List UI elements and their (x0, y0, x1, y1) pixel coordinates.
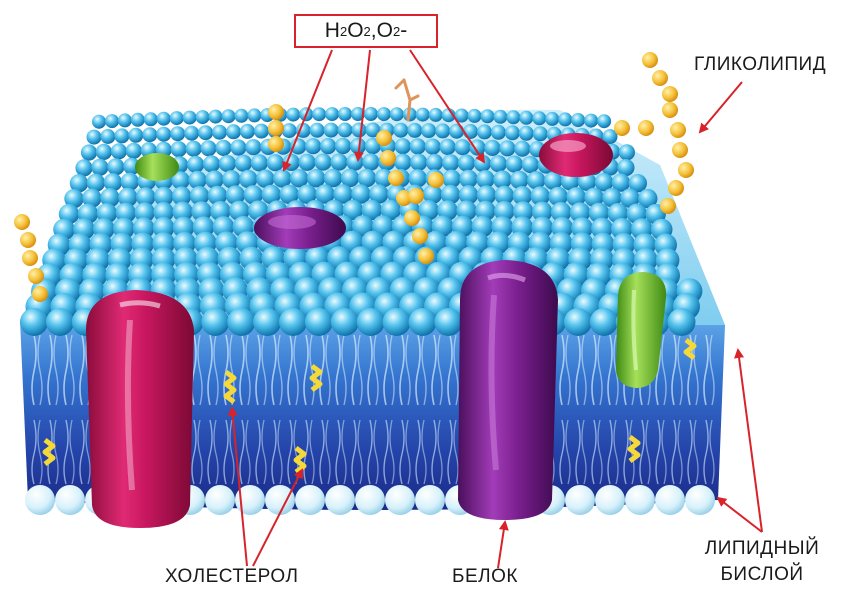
label-bilayer-line1: ЛИПИДНЫЙ (698, 538, 826, 560)
protein-red-left (86, 290, 194, 528)
label-cholesterol: ХОЛЕСТЕРОЛ (165, 566, 298, 588)
formula-sep: ,O (371, 19, 393, 43)
formula-suffix: - (400, 19, 407, 43)
protein-red-top-right (539, 133, 613, 177)
protein-purple-top (254, 207, 346, 249)
formula-sub-3: 2 (393, 24, 400, 39)
formula-sub-1: 2 (340, 24, 347, 39)
protein-purple-right (458, 260, 558, 520)
label-bilayer-line2: БИСЛОЙ (698, 564, 826, 586)
label-protein: БЕЛОК (452, 566, 518, 588)
protein-green-top-left (135, 153, 179, 181)
label-glycolipid: ГЛИКОЛИПИД (694, 54, 826, 76)
formula-o: O (347, 19, 363, 43)
formula-h: H (325, 19, 340, 43)
formula-sub-2: 2 (364, 24, 371, 39)
